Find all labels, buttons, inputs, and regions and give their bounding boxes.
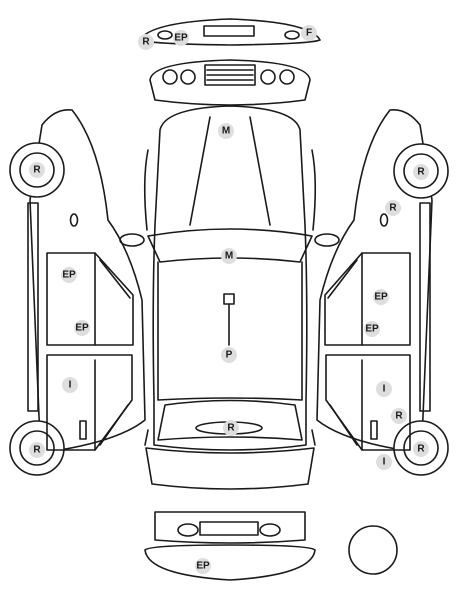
svg-text:I: I — [383, 384, 386, 395]
left-side-profile — [9, 108, 146, 476]
svg-text:R: R — [142, 37, 150, 48]
marker-left-front-door[interactable]: EP — [61, 267, 77, 283]
svg-text:EP: EP — [365, 324, 379, 335]
svg-text:I: I — [383, 457, 386, 468]
marker-front-bumper-mid[interactable]: EP — [173, 30, 189, 46]
marker-right-front-door-lower[interactable]: EP — [364, 321, 380, 337]
damage-markers: R EP F M M P R EP R EP EP I R R R EP EP … — [29, 25, 429, 574]
svg-text:EP: EP — [374, 292, 388, 303]
svg-text:R: R — [395, 411, 403, 422]
marker-left-front-door-lower[interactable]: EP — [74, 320, 90, 336]
marker-right-rear-quarter[interactable]: R — [391, 408, 407, 424]
svg-text:I: I — [69, 380, 72, 391]
rear-trunk — [145, 447, 315, 490]
front-bumper — [139, 18, 321, 46]
svg-text:R: R — [389, 203, 397, 214]
marker-right-rear-wheel[interactable]: R — [413, 441, 429, 457]
svg-text:EP: EP — [75, 323, 89, 334]
svg-text:M: M — [222, 126, 230, 137]
marker-right-front-door[interactable]: EP — [373, 289, 389, 305]
rear-lights — [154, 511, 306, 544]
rear-bumper — [144, 544, 316, 581]
marker-left-rear-door[interactable]: I — [62, 377, 78, 393]
marker-left-front-wheel[interactable]: R — [29, 162, 45, 178]
marker-hood[interactable]: M — [218, 123, 234, 139]
svg-text:R: R — [417, 167, 425, 178]
spare-wheel — [348, 525, 398, 575]
svg-text:M: M — [225, 251, 233, 262]
marker-roof[interactable]: M — [221, 248, 237, 264]
car-body-top — [119, 105, 340, 451]
svg-text:R: R — [417, 444, 425, 455]
marker-roof-point[interactable]: P — [221, 347, 237, 363]
svg-text:R: R — [33, 445, 41, 456]
marker-right-mirror[interactable]: R — [385, 200, 401, 216]
marker-rear-bumper[interactable]: EP — [195, 558, 211, 574]
marker-right-rear-lower[interactable]: I — [376, 454, 392, 470]
svg-text:R: R — [227, 423, 235, 434]
svg-text:R: R — [33, 165, 41, 176]
marker-left-rear-wheel[interactable]: R — [29, 442, 45, 458]
svg-text:F: F — [306, 28, 312, 39]
marker-right-front-wheel[interactable]: R — [413, 164, 429, 180]
marker-front-bumper-left[interactable]: R — [138, 34, 154, 50]
svg-text:EP: EP — [62, 270, 76, 281]
svg-text:P: P — [226, 350, 233, 361]
marker-right-rear-door[interactable]: I — [376, 381, 392, 397]
front-grille — [149, 59, 311, 106]
svg-text:EP: EP — [174, 33, 188, 44]
svg-text:EP: EP — [196, 561, 210, 572]
marker-front-bumper-right[interactable]: F — [301, 25, 317, 41]
marker-trunk[interactable]: R — [223, 420, 239, 436]
